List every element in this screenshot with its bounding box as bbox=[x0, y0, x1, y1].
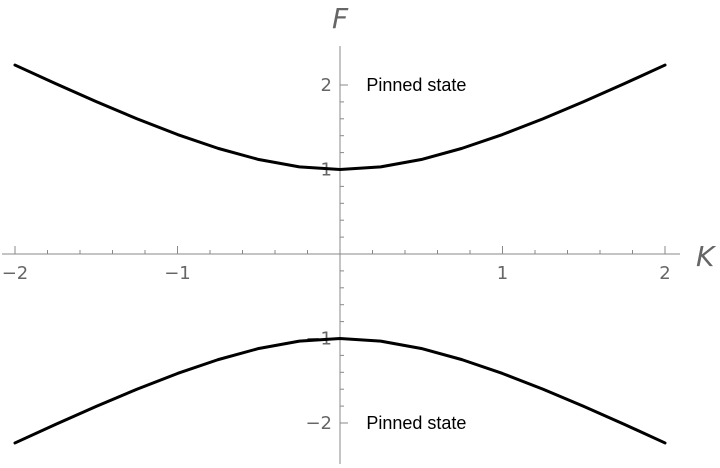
lower-branch-curve bbox=[13, 337, 667, 445]
x-tick-label: 2 bbox=[659, 263, 670, 284]
minor-ticks bbox=[47, 101, 633, 407]
x-tick-label: −2 bbox=[2, 263, 29, 284]
axes bbox=[2, 46, 680, 464]
x-tick-label: 1 bbox=[497, 263, 508, 284]
curves bbox=[13, 63, 667, 445]
pinned-state-annotation: Pinned state bbox=[366, 413, 466, 433]
y-axis-label: F bbox=[332, 2, 349, 35]
y-tick-label: −2 bbox=[305, 413, 332, 434]
x-tick-label: −1 bbox=[164, 263, 191, 284]
x-axis-label: K bbox=[696, 240, 717, 273]
y-tick-label: 2 bbox=[321, 75, 332, 96]
pinned-state-annotation: Pinned state bbox=[366, 75, 466, 95]
upper-branch-curve bbox=[13, 63, 667, 171]
